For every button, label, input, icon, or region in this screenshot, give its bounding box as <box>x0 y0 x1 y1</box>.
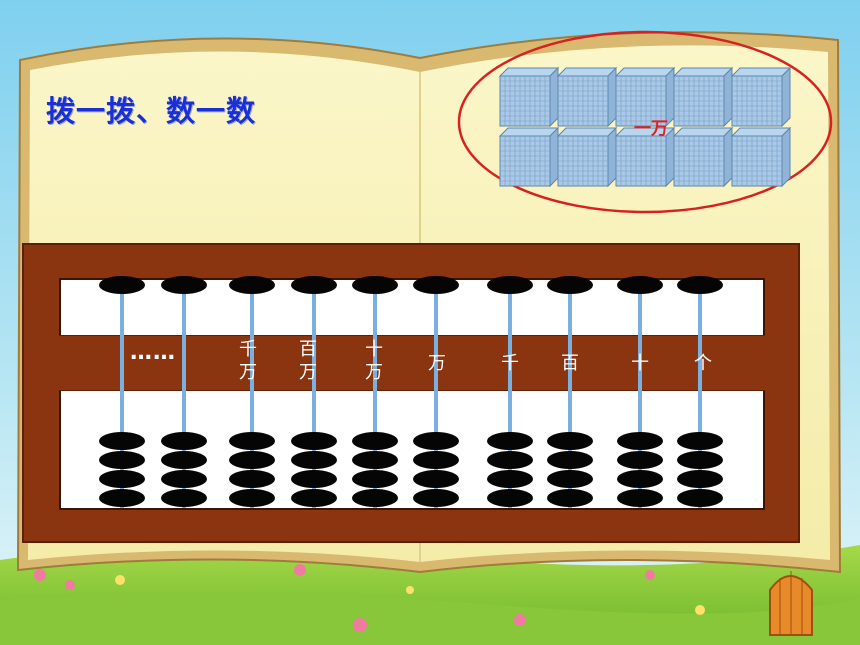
lower-bead[interactable] <box>487 432 533 450</box>
lower-bead[interactable] <box>413 470 459 488</box>
upper-bead[interactable] <box>229 276 275 294</box>
lower-bead[interactable] <box>547 470 593 488</box>
upper-bead[interactable] <box>99 276 145 294</box>
place-label: 十万 <box>354 338 394 384</box>
lower-bead[interactable] <box>352 432 398 450</box>
place-label-line: 万 <box>365 362 383 383</box>
lower-bead[interactable] <box>487 489 533 507</box>
lower-bead[interactable] <box>99 470 145 488</box>
lower-bead[interactable] <box>161 470 207 488</box>
thousand-cube <box>498 126 560 188</box>
lower-bead[interactable] <box>291 451 337 469</box>
abacus-rod <box>250 278 254 508</box>
lower-bead[interactable] <box>229 489 275 507</box>
upper-bead[interactable] <box>413 276 459 294</box>
thousand-cube <box>614 66 676 128</box>
thousand-cube <box>730 66 792 128</box>
lower-bead[interactable] <box>99 489 145 507</box>
thousand-cube <box>672 66 734 128</box>
lower-bead[interactable] <box>99 451 145 469</box>
lower-bead[interactable] <box>413 489 459 507</box>
upper-bead[interactable] <box>547 276 593 294</box>
place-label-line: 百 <box>561 353 579 374</box>
lower-bead[interactable] <box>161 489 207 507</box>
lower-bead[interactable] <box>677 451 723 469</box>
thousand-cube <box>614 126 676 188</box>
more-places-dots: …… <box>130 340 176 365</box>
thousand-cube <box>556 66 618 128</box>
lower-bead[interactable] <box>413 451 459 469</box>
ten-thousand-label: 一万 <box>634 119 668 139</box>
place-label-line: 百 <box>299 339 317 360</box>
lower-bead[interactable] <box>547 451 593 469</box>
lower-bead[interactable] <box>291 432 337 450</box>
lower-bead[interactable] <box>617 451 663 469</box>
place-label-line: 万 <box>239 362 257 383</box>
lower-bead[interactable] <box>487 470 533 488</box>
upper-bead[interactable] <box>677 276 723 294</box>
thousand-cube <box>498 66 560 128</box>
place-label-line: 十 <box>631 353 649 374</box>
place-label: 百 <box>550 352 590 375</box>
lower-bead[interactable] <box>487 451 533 469</box>
place-label-line: 千 <box>239 339 257 360</box>
thousand-cube <box>556 126 618 188</box>
place-label: 万 <box>417 352 457 375</box>
thousand-cube <box>672 126 734 188</box>
lower-bead[interactable] <box>161 451 207 469</box>
lower-bead[interactable] <box>229 451 275 469</box>
lower-bead[interactable] <box>229 432 275 450</box>
lower-bead[interactable] <box>617 432 663 450</box>
lower-bead[interactable] <box>352 470 398 488</box>
page-title: 拨一拨、数一数 <box>46 94 257 128</box>
place-label: 个 <box>683 352 723 375</box>
upper-bead[interactable] <box>352 276 398 294</box>
upper-bead[interactable] <box>161 276 207 294</box>
abacus-rod <box>182 278 186 508</box>
abacus-rod <box>698 278 702 508</box>
place-label-line: 十 <box>365 339 383 360</box>
lower-bead[interactable] <box>617 470 663 488</box>
place-label: 千万 <box>228 338 268 384</box>
abacus-frame <box>22 243 800 543</box>
lower-bead[interactable] <box>617 489 663 507</box>
abacus-beam <box>59 335 765 391</box>
lower-bead[interactable] <box>229 470 275 488</box>
place-label: 百万 <box>288 338 328 384</box>
abacus-rod <box>568 278 572 508</box>
lower-bead[interactable] <box>291 470 337 488</box>
abacus-rod <box>312 278 316 508</box>
lower-bead[interactable] <box>291 489 337 507</box>
lower-bead[interactable] <box>547 432 593 450</box>
lower-bead[interactable] <box>677 470 723 488</box>
place-label-line: 个 <box>694 353 712 374</box>
abacus-rod <box>434 278 438 508</box>
place-label-line: 千 <box>501 353 519 374</box>
lower-bead[interactable] <box>413 432 459 450</box>
place-label-line: 万 <box>299 362 317 383</box>
lower-bead[interactable] <box>677 432 723 450</box>
lower-bead[interactable] <box>161 432 207 450</box>
thousand-cube <box>730 126 792 188</box>
lower-bead[interactable] <box>99 432 145 450</box>
lower-bead[interactable] <box>677 489 723 507</box>
lower-bead[interactable] <box>547 489 593 507</box>
abacus-rod <box>373 278 377 508</box>
lower-bead[interactable] <box>352 489 398 507</box>
abacus-rod <box>508 278 512 508</box>
lower-bead[interactable] <box>352 451 398 469</box>
upper-bead[interactable] <box>291 276 337 294</box>
place-label-line: 万 <box>428 353 446 374</box>
abacus-rod <box>120 278 124 508</box>
place-label: 十 <box>620 352 660 375</box>
upper-bead[interactable] <box>487 276 533 294</box>
place-label: 千 <box>490 352 530 375</box>
upper-bead[interactable] <box>617 276 663 294</box>
abacus-rod <box>638 278 642 508</box>
ten-thousand-cubes <box>498 66 792 188</box>
